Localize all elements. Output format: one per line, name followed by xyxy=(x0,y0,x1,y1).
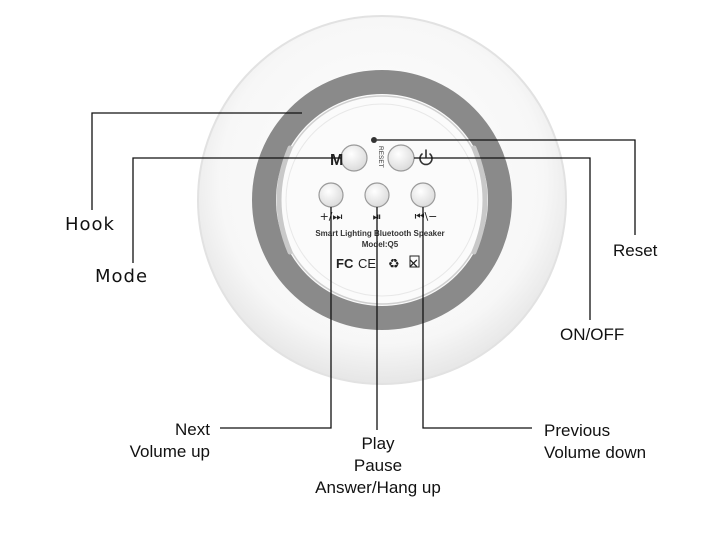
reset-hole[interactable] xyxy=(371,137,377,143)
mode-callout: Mode xyxy=(95,266,149,287)
fc-mark: FC xyxy=(336,256,354,271)
next-volume-up-button[interactable] xyxy=(318,182,344,208)
next-leader xyxy=(220,207,332,429)
product-name: Smart Lighting Bluetooth Speaker xyxy=(315,229,444,238)
previous-volume-down-button[interactable] xyxy=(410,182,436,208)
previous-leader xyxy=(422,207,532,429)
play-callout-line-1: Play xyxy=(361,434,395,453)
ce-mark: CE xyxy=(358,256,376,271)
play-callout: Play Pause Answer/Hang up xyxy=(300,433,456,499)
mode-button[interactable] xyxy=(340,144,368,172)
reset-callout: Reset xyxy=(613,241,658,260)
on-off-callout: ON/OFF xyxy=(560,325,625,344)
hook-callout: Hook xyxy=(65,214,115,235)
light-ring xyxy=(252,70,512,330)
model-number: Model:Q5 xyxy=(362,240,399,249)
next-callout-line-1: Next xyxy=(175,420,210,439)
leader-lines xyxy=(91,112,636,430)
hook-leader xyxy=(91,112,302,210)
next-callout-line-2: Volume up xyxy=(129,442,210,461)
previous-callout: Previous Volume down xyxy=(544,420,646,464)
recycle-icon: ♻ xyxy=(388,257,400,272)
mode-button-label: M xyxy=(330,152,343,169)
reset-leader xyxy=(377,139,636,235)
hook-strap xyxy=(276,145,293,255)
previous-symbol: ⏮\− xyxy=(415,210,438,223)
previous-callout-line-2: Volume down xyxy=(544,443,647,462)
power-button[interactable] xyxy=(387,144,415,172)
play-callout-line-3: Answer/Hang up xyxy=(315,478,441,497)
reset-label: RESET xyxy=(377,146,384,168)
play-callout-line-2: Pause xyxy=(353,456,403,475)
power-icon xyxy=(419,149,433,166)
on-off-leader xyxy=(414,157,591,320)
mode-leader xyxy=(132,157,341,263)
weee-bin-icon: ✕ xyxy=(408,255,420,272)
previous-callout-line-1: Previous xyxy=(544,421,611,440)
next-callout: Next Volume up xyxy=(112,419,210,463)
svg-text:✕: ✕ xyxy=(408,257,419,272)
play-pause-button[interactable] xyxy=(364,182,390,208)
